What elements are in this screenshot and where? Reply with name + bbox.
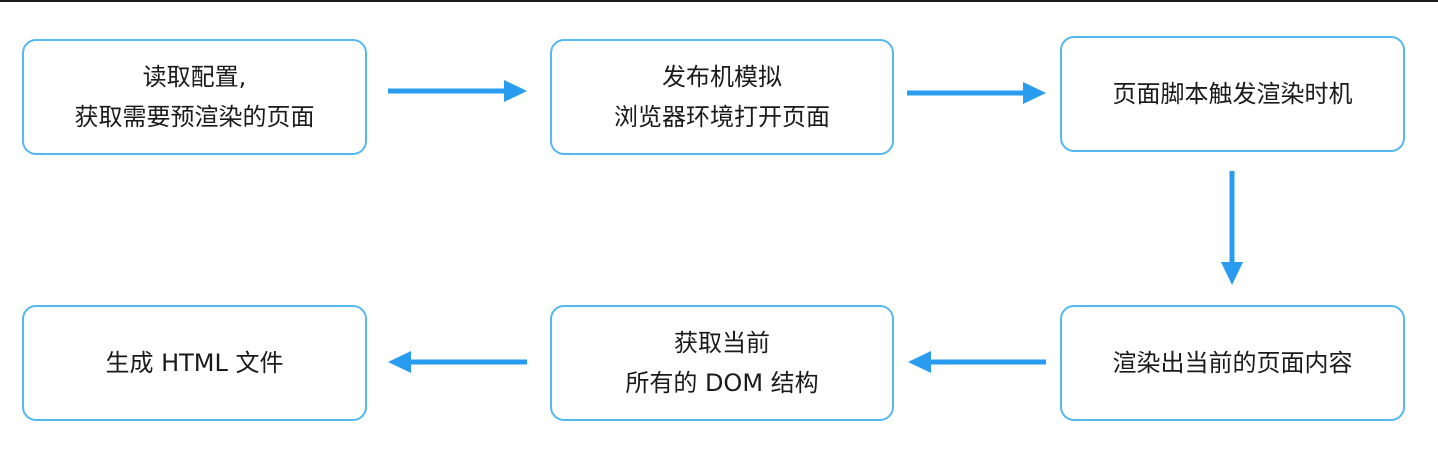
step-render-content-label: 渲染出当前的页面内容 (1112, 349, 1353, 377)
arrow-step2-to-step3 (907, 82, 1046, 104)
step-generate-html-label: 生成 HTML 文件 (105, 349, 284, 377)
step-get-dom-structure: 获取当前 所有的 DOM 结构 (550, 305, 894, 421)
step-render-page-content: 渲染出当前的页面内容 (1060, 305, 1405, 421)
step-read-config-label: 读取配置, 获取需要预渲染的页面 (74, 63, 315, 131)
step-open-page-in-browser-env: 发布机模拟 浏览器环境打开页面 (550, 39, 894, 155)
arrow-step3-to-step4 (1221, 171, 1243, 285)
step-open-page-label: 发布机模拟 浏览器环境打开页面 (614, 63, 830, 131)
arrow-step1-to-step2 (388, 80, 527, 102)
arrow-step5-to-step6 (388, 351, 527, 373)
arrow-step4-to-step5 (908, 351, 1046, 373)
step-get-dom-label: 获取当前 所有的 DOM 结构 (625, 329, 819, 397)
step-read-config: 读取配置, 获取需要预渲染的页面 (22, 39, 367, 155)
step-trigger-render-timing: 页面脚本触发渲染时机 (1060, 36, 1405, 152)
top-divider (0, 0, 1438, 2)
step-trigger-render-label: 页面脚本触发渲染时机 (1112, 80, 1353, 108)
step-generate-html-file: 生成 HTML 文件 (22, 305, 367, 421)
